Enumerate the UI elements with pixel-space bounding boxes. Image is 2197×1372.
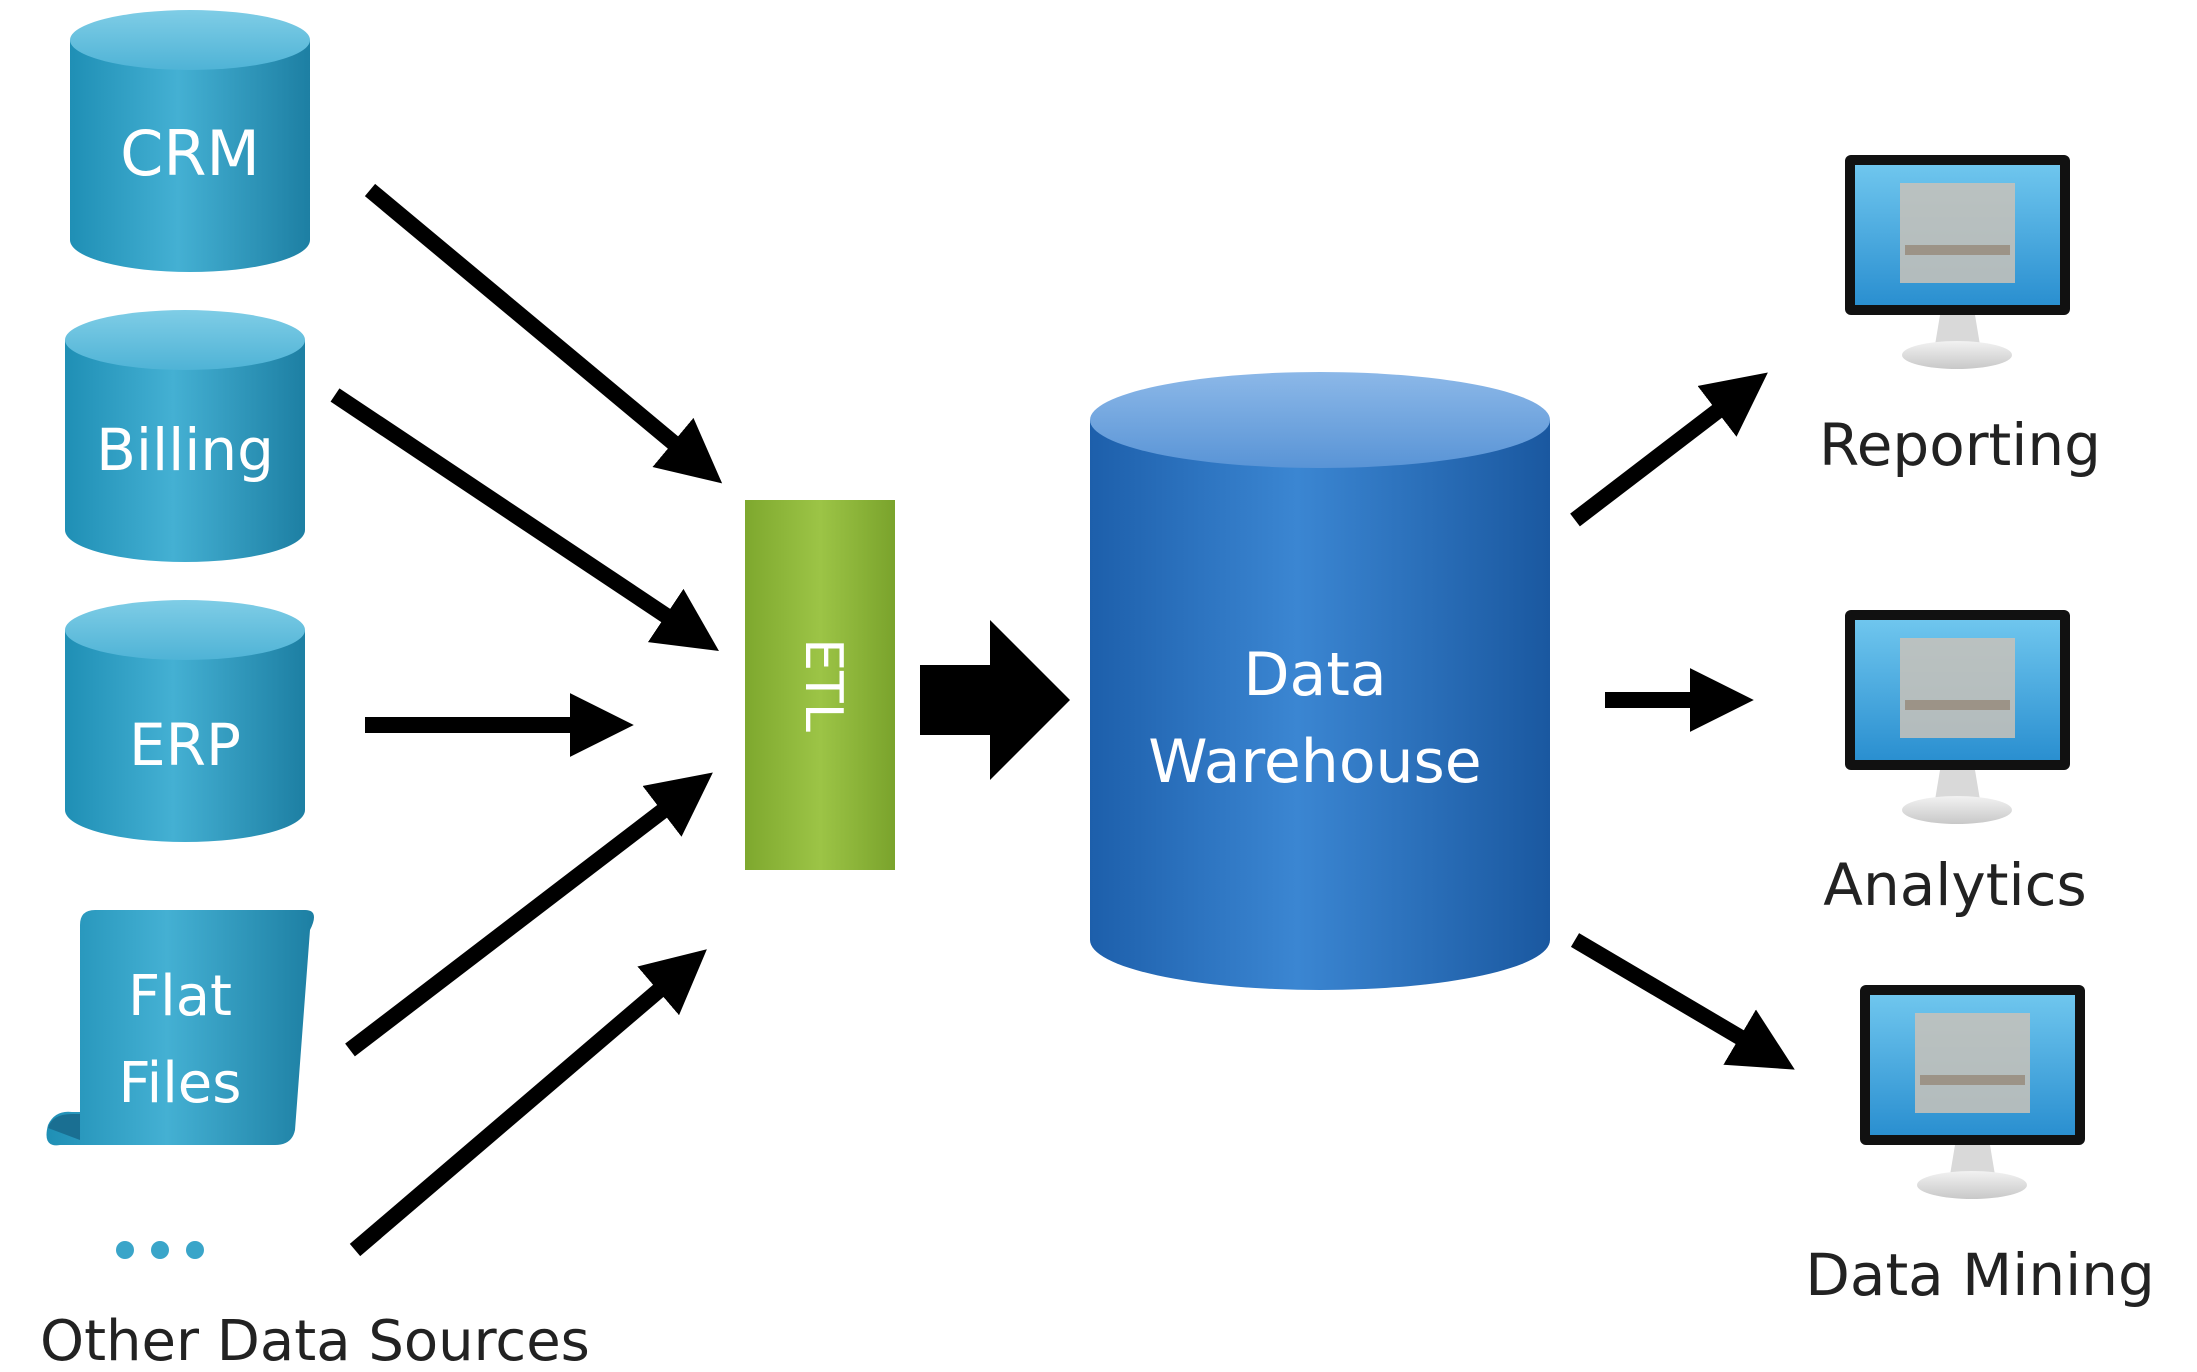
etl-label: ETL — [793, 638, 853, 732]
erp-cylinder: ERP — [65, 600, 305, 842]
output-arrows — [1570, 372, 1795, 1070]
flat-files-to-etl-arrow — [345, 772, 713, 1057]
data-warehouse-cylinder: Data Warehouse — [1090, 372, 1550, 990]
billing-cylinder: Billing — [65, 310, 305, 562]
flat-files-scroll: Flat Files — [46, 910, 314, 1146]
billing-to-etl-arrow — [330, 388, 719, 651]
reporting-monitor-icon — [1845, 155, 2070, 369]
crm-cylinder: CRM — [70, 10, 310, 272]
billing-label: Billing — [96, 416, 274, 484]
other-to-etl-arrow — [349, 949, 707, 1257]
source-arrows — [330, 183, 723, 1257]
etl-to-warehouse-arrow — [920, 620, 1070, 780]
reporting-label: Reporting — [1819, 411, 2101, 479]
other-data-sources-label: Other Data Sources — [40, 1309, 590, 1372]
erp-label: ERP — [129, 711, 241, 779]
flat-files-label-line2: Files — [119, 1051, 242, 1116]
analytics-monitor-icon — [1845, 610, 2070, 824]
more-sources-dots-icon — [116, 1241, 204, 1259]
crm-label: CRM — [120, 117, 260, 190]
warehouse-label-line2: Warehouse — [1148, 727, 1481, 797]
warehouse-label-line1: Data — [1243, 640, 1386, 710]
crm-to-etl-arrow — [364, 183, 723, 484]
data-mining-monitor-icon — [1860, 985, 2085, 1199]
warehouse-to-reporting-arrow — [1570, 372, 1768, 527]
data-mining-label: Data Mining — [1805, 1241, 2155, 1309]
flat-files-label-line1: Flat — [128, 964, 232, 1029]
analytics-label: Analytics — [1823, 851, 2086, 919]
warehouse-to-data-mining-arrow — [1570, 933, 1795, 1070]
etl-box: ETL — [745, 500, 895, 870]
